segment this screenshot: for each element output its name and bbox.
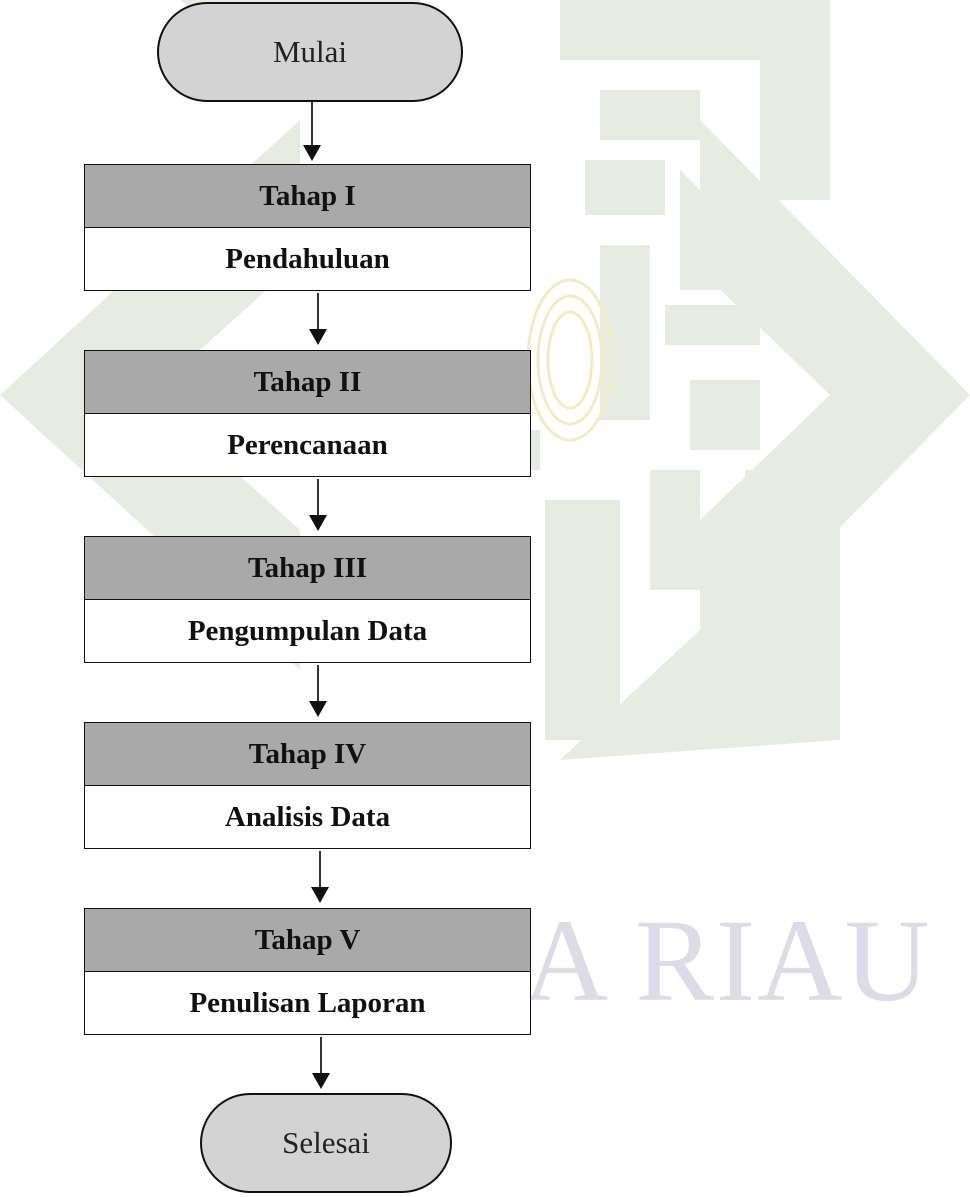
arrow-stage-1-to-stage-2	[309, 293, 327, 345]
arrow-start-to-stage-1	[303, 102, 321, 161]
stage-5-name: Penulisan Laporan	[189, 986, 426, 1019]
stage-3-header: Tahap III	[85, 537, 530, 600]
start-terminal: Mulai	[157, 2, 463, 102]
arrow-stage-5-to-end	[312, 1037, 330, 1089]
stage-4-name: Analisis Data	[224, 800, 391, 833]
stage-4-header: Tahap IV	[85, 723, 530, 786]
watermark-text: A RIAU	[523, 895, 932, 1026]
stage-5-body: Penulisan Laporan	[85, 972, 530, 1034]
stage-1-name: Pendahuluan	[225, 242, 390, 275]
stage-5-label: Tahap V	[254, 923, 361, 956]
end-label: Selesai	[282, 1125, 370, 1160]
arrow-stage-3-to-stage-4	[309, 665, 327, 717]
stage-4-label: Tahap IV	[248, 737, 367, 770]
stage-1-body: Pendahuluan	[85, 228, 530, 290]
stage-2-body: Perencanaan	[85, 414, 530, 476]
arrow-stage-4-to-stage-5	[311, 851, 329, 903]
stage-2-label: Tahap II	[253, 365, 362, 398]
end-terminal: Selesai	[200, 1093, 452, 1193]
stage-1-box: Tahap I Pendahuluan	[84, 164, 531, 291]
stage-1-label: Tahap I	[259, 179, 356, 212]
stage-2-name: Perencanaan	[227, 428, 388, 461]
stage-5-header: Tahap V	[85, 909, 530, 972]
stage-2-header: Tahap II	[85, 351, 530, 414]
arrow-stage-2-to-stage-3	[309, 479, 327, 531]
stage-1-header: Tahap I	[85, 165, 530, 228]
stage-3-body: Pengumpulan Data	[85, 600, 530, 662]
start-label: Mulai	[272, 34, 348, 69]
stage-3-label: Tahap III	[247, 551, 368, 584]
stage-4-body: Analisis Data	[85, 786, 530, 848]
stage-5-box: Tahap V Penulisan Laporan	[84, 908, 531, 1035]
stage-3-box: Tahap III Pengumpulan Data	[84, 536, 531, 663]
stage-2-box: Tahap II Perencanaan	[84, 350, 531, 477]
stage-3-name: Pengumpulan Data	[187, 614, 428, 647]
stage-4-box: Tahap IV Analisis Data	[84, 722, 531, 849]
